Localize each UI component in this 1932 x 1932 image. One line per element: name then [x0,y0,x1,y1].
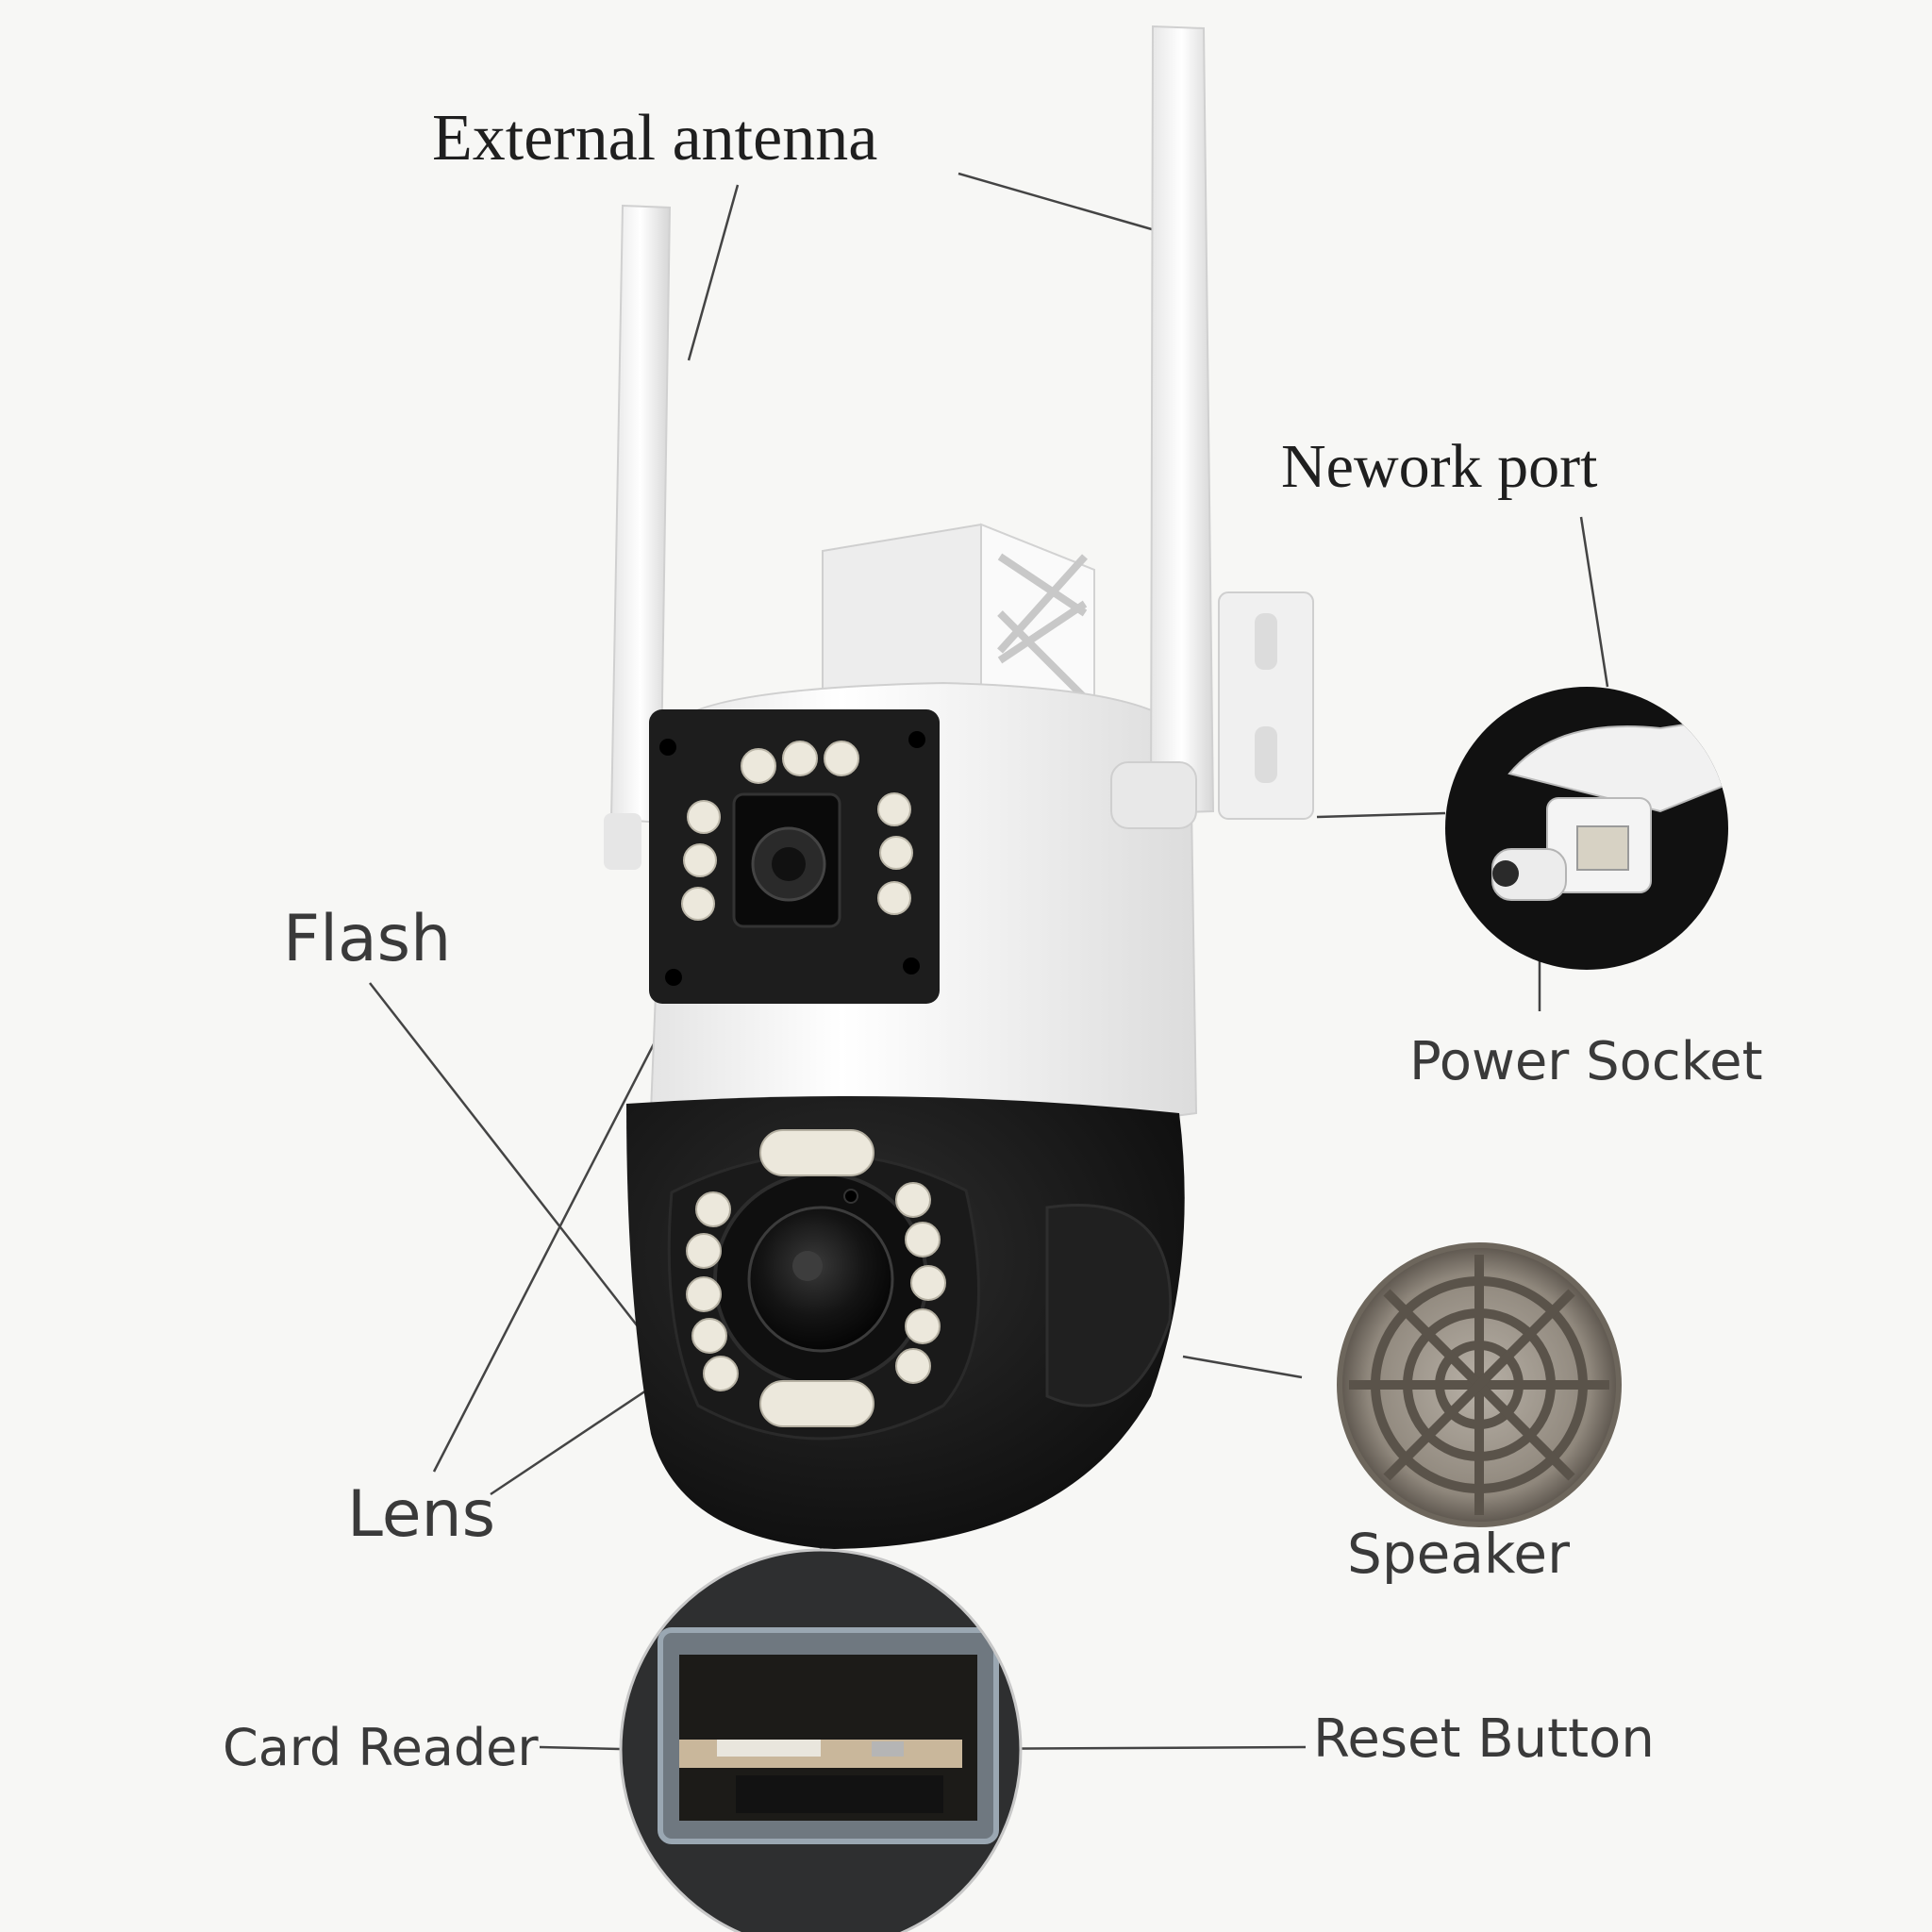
network-port-label: Nework port [1281,432,1598,501]
upper-flash-leds [681,741,913,921]
leader-antenna-left [687,184,740,361]
left-antenna [604,204,672,870]
speaker-label: Speaker [1347,1522,1570,1586]
leader-lens-1 [432,997,679,1473]
flash-label: Flash [283,902,452,976]
external-antenna-label: External antenna [432,102,878,175]
card-reader-inset [619,1548,1023,1932]
power-socket-label: Power Socket [1409,1031,1763,1092]
leader-flash [369,982,652,1344]
leader-network [1579,516,1609,688]
leader-port-connector [1316,811,1446,819]
card-reader-label: Card Reader [223,1718,539,1777]
lens-label: Lens [347,1477,496,1552]
power-socket-inset [1445,687,1728,970]
leader-speaker [1182,1355,1303,1379]
camera-upper-housing [649,681,1198,1128]
reset-button-label: Reset Button [1313,1708,1655,1770]
dome-flash-leds [686,1129,946,1427]
speaker-inset [1337,1242,1622,1527]
leader-antenna-right [958,172,1182,240]
right-antenna [1110,25,1215,829]
wall-bracket [822,523,1314,820]
